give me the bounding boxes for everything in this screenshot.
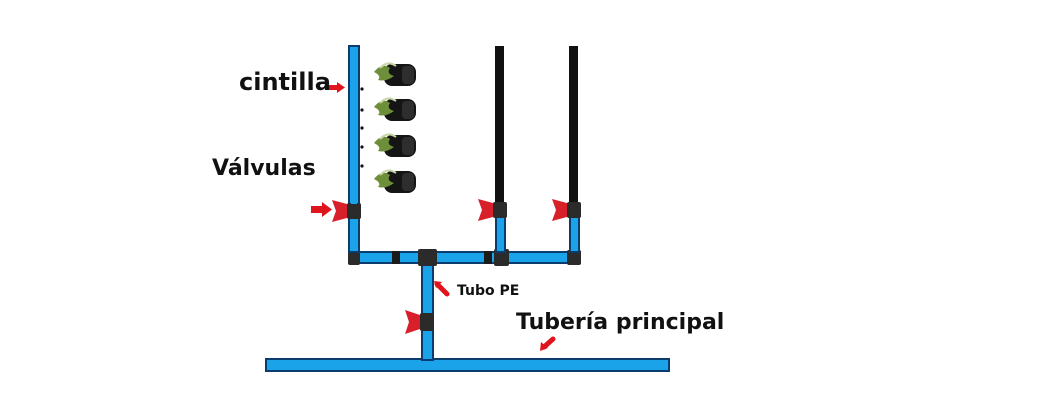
arrow-icon [540, 336, 556, 351]
drip-emitter-icon [360, 164, 364, 168]
label-tubo-pe: Tubo PE [457, 283, 520, 299]
lateral-riser-1 [348, 45, 360, 253]
manifold-joint [392, 251, 400, 264]
manifold-joint [567, 250, 581, 265]
drip-emitter-icon [360, 145, 364, 149]
drip-emitter-icon [360, 108, 364, 112]
plant-pot-icon [374, 169, 416, 193]
label-tuberia-principal: Tubería principal [516, 310, 725, 335]
arrow-icon [328, 82, 345, 93]
manifold-tee [494, 249, 509, 266]
drip-tape-3 [569, 46, 578, 206]
manifold-tee [418, 249, 437, 266]
manifold-joint [348, 250, 360, 265]
manifold-joint [484, 251, 492, 264]
drip-emitter-icon [360, 87, 364, 91]
valve-icon [405, 310, 434, 334]
valve-icon [552, 199, 581, 221]
lateral-riser-2 [495, 213, 506, 253]
label-cintilla: cintilla [239, 68, 331, 96]
plant-pot-icon [374, 133, 416, 157]
arrow-icon [311, 202, 332, 217]
valve-icon [478, 199, 507, 221]
plant-pot-icon [374, 62, 416, 86]
drip-emitter-icon [360, 126, 364, 130]
main-pipe [265, 358, 670, 372]
label-valvulas: Válvulas [212, 156, 316, 181]
plant-pot-icon [374, 97, 416, 121]
pe-tube-riser [421, 261, 434, 361]
valve-icon [332, 200, 361, 222]
manifold-pipe [351, 251, 581, 264]
lateral-riser-3 [569, 213, 580, 253]
drip-tape-2 [495, 46, 504, 206]
arrow-icon [434, 281, 450, 297]
